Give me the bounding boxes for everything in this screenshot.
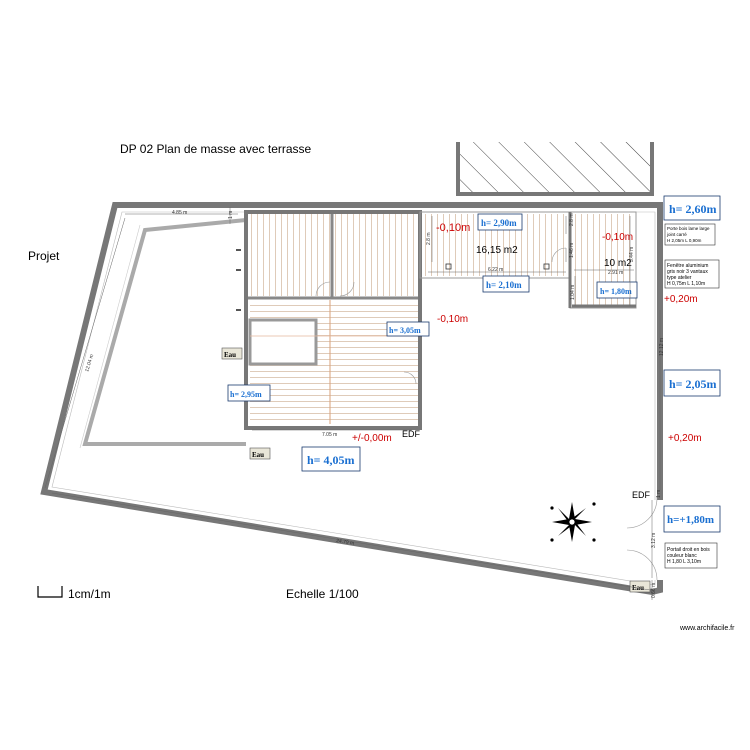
terrace-outline-inner bbox=[79, 224, 141, 449]
area-label: 10 m2 bbox=[604, 258, 632, 269]
dimension-label: 2.91 m bbox=[608, 270, 623, 276]
svg-text:Fenêtre aluminium: Fenêtre aluminium bbox=[667, 263, 708, 269]
dimension-label: 1.46 m bbox=[569, 243, 575, 258]
dimension-label: 1 m bbox=[228, 211, 234, 219]
level-label: +/-0,00m bbox=[352, 433, 392, 444]
water-tag: Eau bbox=[249, 447, 271, 460]
svg-text:H 0,75m L 1,10m: H 0,75m L 1,10m bbox=[667, 281, 705, 287]
dimension-label: 3.12 m bbox=[651, 533, 657, 548]
svg-text:h= 2,95m: h= 2,95m bbox=[230, 390, 262, 399]
level-label: -0,10m bbox=[436, 222, 470, 234]
compass-icon bbox=[552, 502, 592, 542]
dimension-label: 3.44 m bbox=[629, 247, 635, 262]
dimension-label: 2.8 m bbox=[569, 213, 575, 226]
height-tag: h=+1,80m bbox=[663, 505, 721, 533]
dimension-label: 12.04 m bbox=[84, 354, 95, 373]
svg-text:h= 4,05m: h= 4,05m bbox=[307, 453, 355, 467]
window-note: Fenêtre aluminium gris noir 3 vantaux ty… bbox=[664, 259, 720, 289]
svg-text:h= 2,90m: h= 2,90m bbox=[481, 218, 517, 228]
height-tag: h= 4,05m bbox=[301, 446, 361, 472]
edf-label: EDF bbox=[402, 429, 421, 439]
svg-text:h= 2,05m: h= 2,05m bbox=[669, 377, 717, 391]
dimension-label: 4.85 m bbox=[172, 210, 187, 216]
dimension-label: 1.04 m bbox=[570, 285, 576, 300]
level-label: -0,10m bbox=[602, 232, 633, 243]
svg-text:H 2,05m L 0,90m: H 2,05m L 0,90m bbox=[667, 238, 702, 243]
water-tag: Eau bbox=[629, 580, 651, 593]
svg-text:joint carré: joint carré bbox=[666, 232, 687, 237]
level-label: +0,20m bbox=[668, 433, 702, 444]
door-note: Porte bois lame large joint carré H 2,05… bbox=[664, 223, 716, 246]
level-label: +0,20m bbox=[664, 294, 698, 305]
parcel-boundary bbox=[40, 202, 663, 596]
neighbour-building bbox=[456, 142, 654, 196]
watermark: www.archifacile.fr bbox=[679, 625, 735, 632]
svg-text:Portail droit en bois: Portail droit en bois bbox=[667, 547, 710, 553]
height-tag: h= 1,80m bbox=[596, 281, 638, 299]
height-tag: h= 2,60m bbox=[663, 195, 721, 221]
svg-text:Porte bois lame large: Porte bois lame large bbox=[667, 226, 710, 231]
area-label: 16,15 m2 bbox=[476, 245, 518, 256]
dimension-label: 7.05 m bbox=[322, 432, 337, 438]
level-label: -0,10m bbox=[437, 314, 468, 325]
svg-text:h=+1,80m: h=+1,80m bbox=[667, 514, 714, 526]
dimension-label: 1 m bbox=[656, 490, 662, 498]
compass-markers bbox=[550, 502, 596, 542]
dimension-label: 24.79 m bbox=[336, 538, 355, 547]
height-tag: h= 3,05m bbox=[386, 321, 430, 337]
height-tag: h= 2,05m bbox=[663, 369, 721, 397]
dimension-label: 0.66 m bbox=[651, 583, 657, 598]
svg-text:h= 3,05m: h= 3,05m bbox=[389, 326, 421, 335]
svg-text:Eau: Eau bbox=[224, 351, 236, 359]
height-tag: h= 2,95m bbox=[227, 384, 271, 402]
dimension-label: 12.12 m bbox=[659, 338, 665, 356]
dimension-lines bbox=[44, 207, 661, 600]
scale-label: Echelle 1/100 bbox=[286, 587, 359, 601]
gate bbox=[626, 497, 664, 581]
dimension-label: 2.8 m bbox=[426, 232, 432, 245]
svg-text:h= 2,60m: h= 2,60m bbox=[669, 202, 717, 216]
plan-title: DP 02 Plan de masse avec terrasse bbox=[120, 142, 312, 156]
scale-bar-label: 1cm/1m bbox=[68, 587, 111, 601]
terrace-outline bbox=[82, 218, 247, 446]
house bbox=[236, 210, 422, 430]
svg-text:H 1,80 L 3,10m: H 1,80 L 3,10m bbox=[667, 559, 701, 565]
height-tag: h= 2,90m bbox=[477, 213, 523, 231]
edf-label: EDF bbox=[632, 490, 651, 500]
svg-text:gris noir 3 vantaux: gris noir 3 vantaux bbox=[667, 269, 708, 275]
scale-bar-icon bbox=[37, 586, 63, 598]
gate-note: Portail droit en bois couleur blanc H 1,… bbox=[664, 542, 718, 569]
dimension-label: 6.22 m bbox=[488, 267, 503, 273]
height-tag: h= 2,10m bbox=[482, 275, 530, 293]
water-tag: Eau bbox=[221, 347, 243, 360]
svg-text:h= 2,10m: h= 2,10m bbox=[486, 280, 522, 290]
svg-text:couleur blanc: couleur blanc bbox=[667, 553, 697, 559]
svg-text:Eau: Eau bbox=[252, 451, 264, 459]
projet-label: Projet bbox=[28, 249, 60, 263]
svg-text:h= 1,80m: h= 1,80m bbox=[600, 287, 632, 296]
svg-text:type atelier: type atelier bbox=[667, 275, 692, 281]
